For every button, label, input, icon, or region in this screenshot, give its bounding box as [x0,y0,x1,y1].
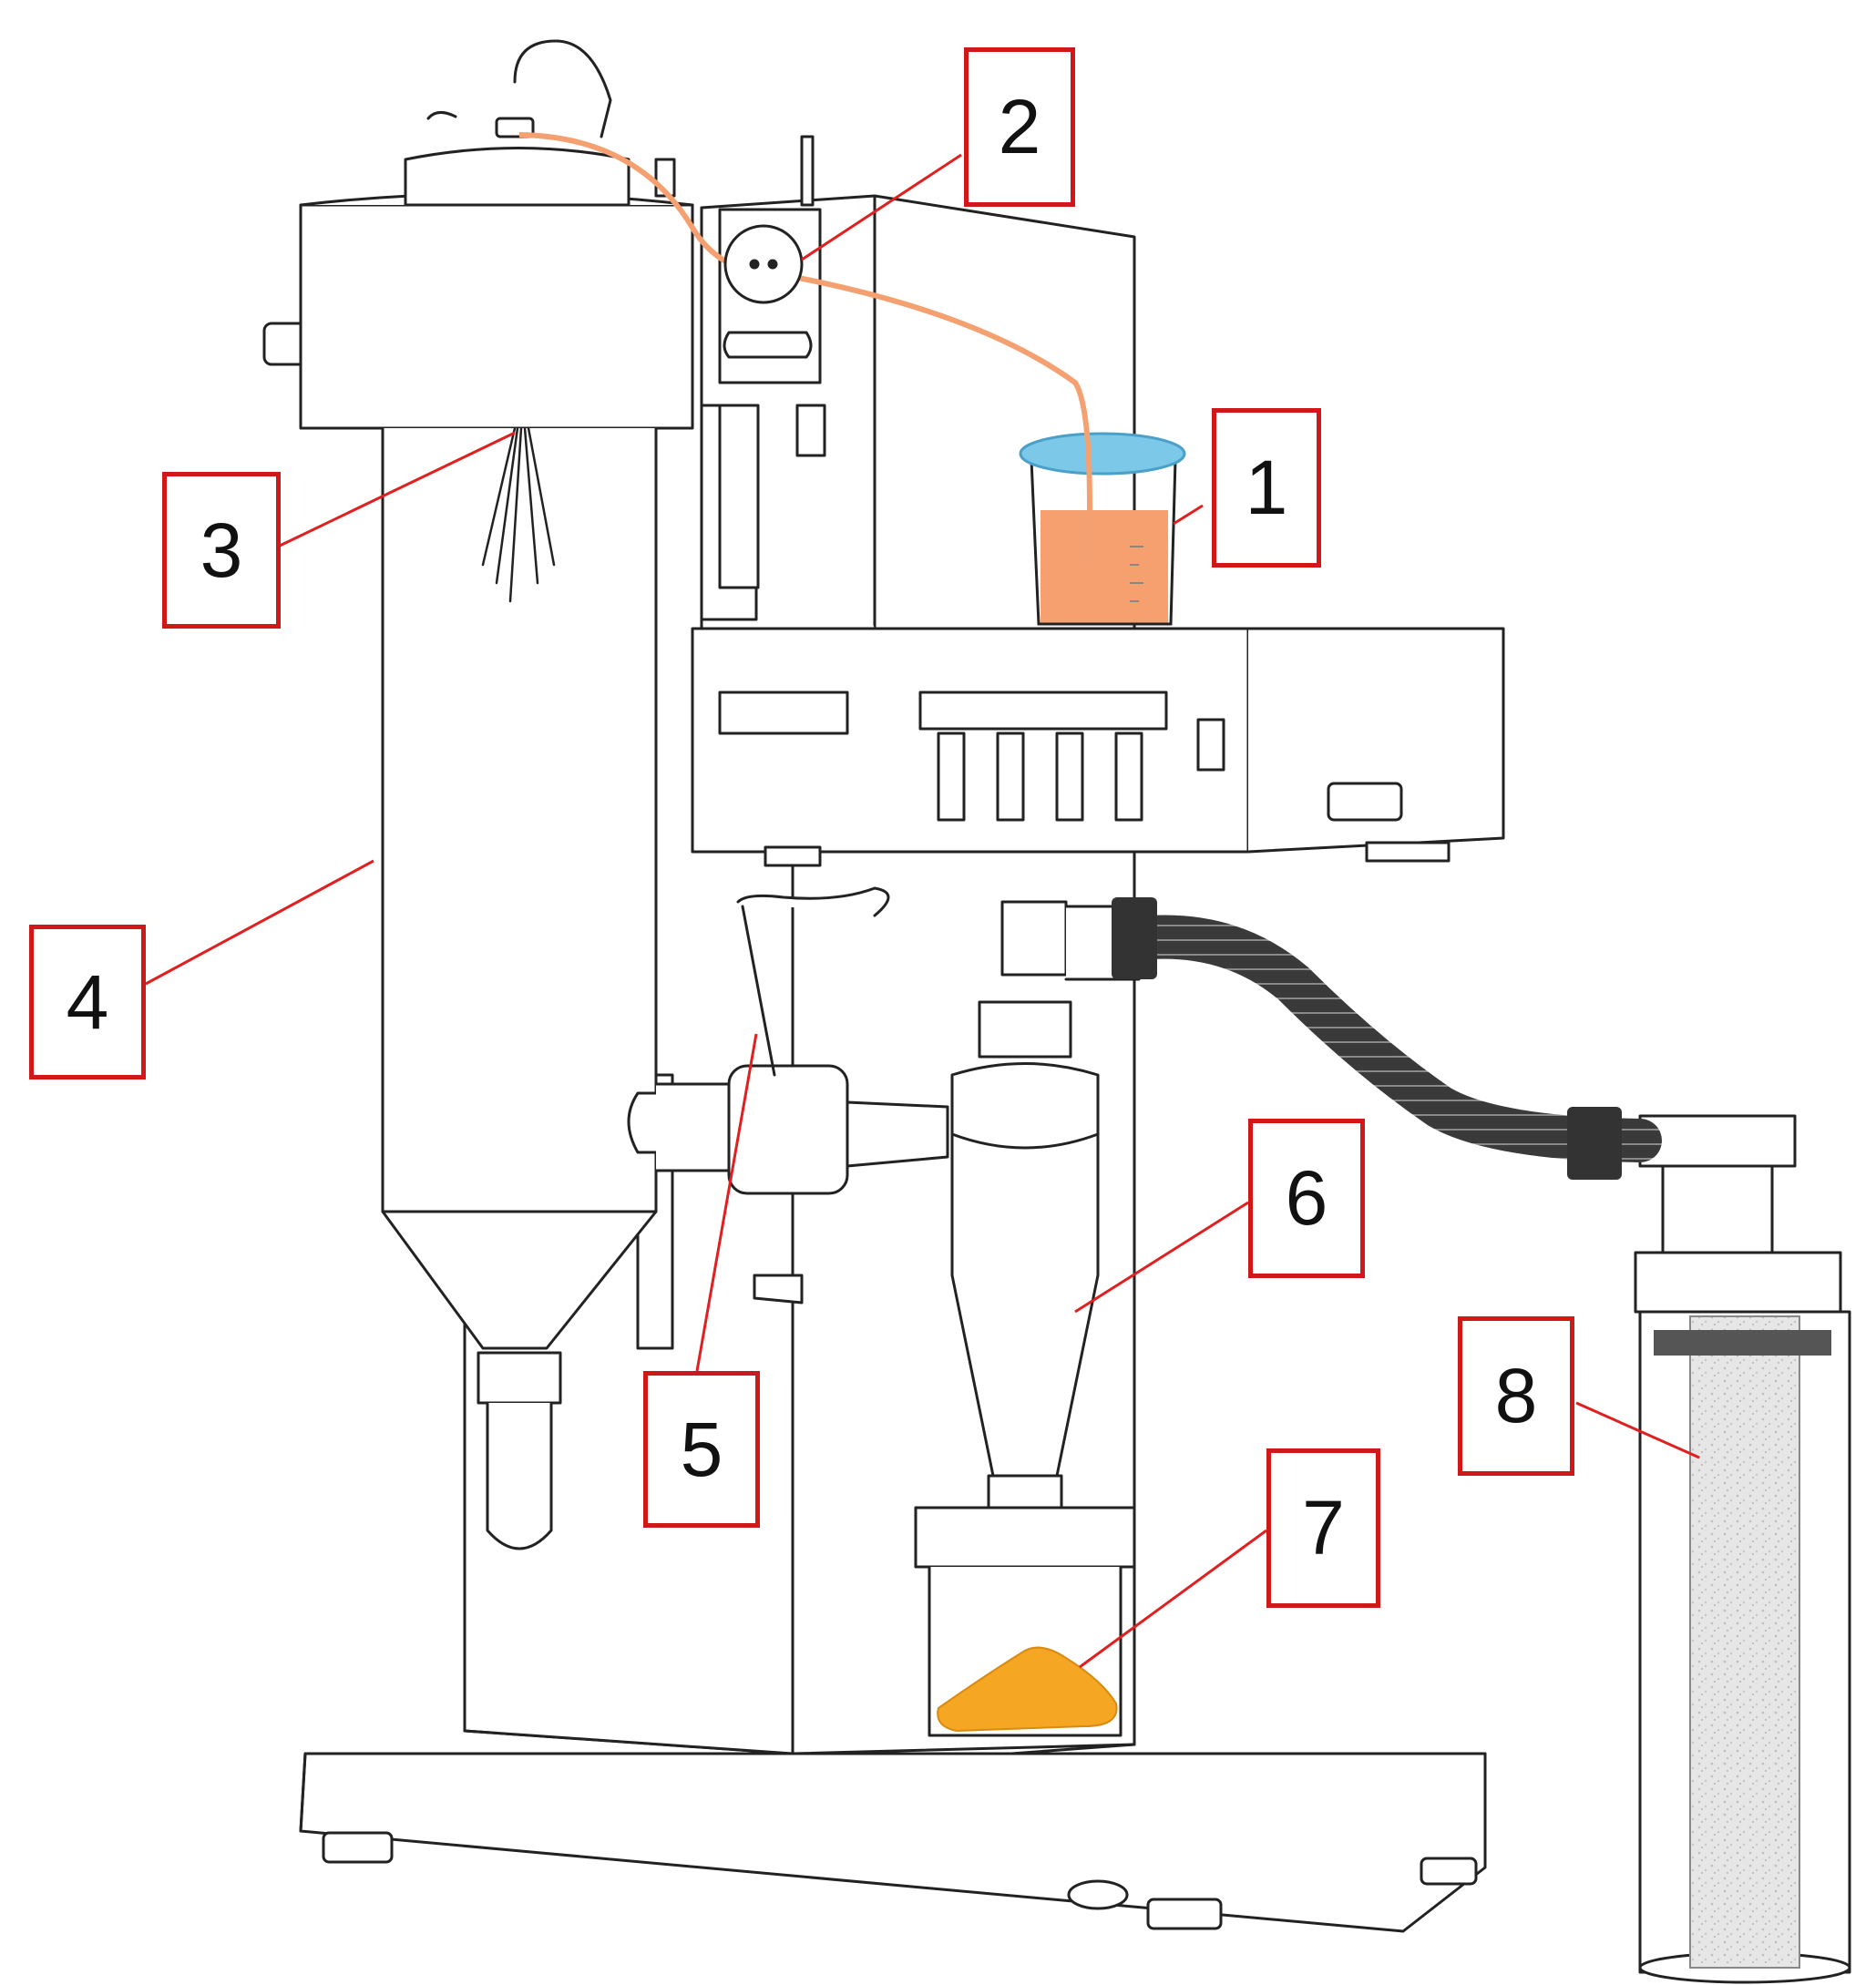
label-5: 5 [643,1371,760,1528]
label-2: 2 [964,47,1075,207]
label-5-text: 5 [680,1406,723,1492]
label-8: 8 [1458,1316,1574,1476]
label-3-text: 3 [200,506,243,593]
filter-element [1689,1315,1800,1969]
control-panel [691,627,1505,867]
label-2-text: 2 [998,84,1041,169]
drying-chamber [381,426,749,1550]
label-6: 6 [1248,1119,1365,1278]
base-plate [299,1752,1487,1933]
label-3: 3 [162,472,281,629]
leader-lines [145,153,1700,1669]
filter-band [1654,1330,1831,1356]
peristaltic-pump [723,224,804,304]
feed-beaker [1019,432,1186,626]
outlet-connector [654,886,949,1195]
hose-clamp-right [1567,1107,1622,1180]
label-4-text: 4 [66,958,109,1045]
chamber-head [262,39,694,430]
hose-clamp-left [1112,897,1157,979]
label-7: 7 [1266,1448,1380,1608]
collected-powder [937,1646,1118,1733]
label-4: 4 [29,925,146,1079]
feed-tube [518,132,1092,566]
label-7-text: 7 [1302,1485,1345,1571]
atomizer-spray [481,426,556,603]
label-1-text: 1 [1245,445,1288,530]
cyclone [950,900,1141,1509]
label-6-text: 6 [1285,1155,1328,1241]
label-1: 1 [1212,408,1321,568]
label-8-text: 8 [1494,1353,1538,1438]
exhaust-hose [1117,915,1662,1162]
